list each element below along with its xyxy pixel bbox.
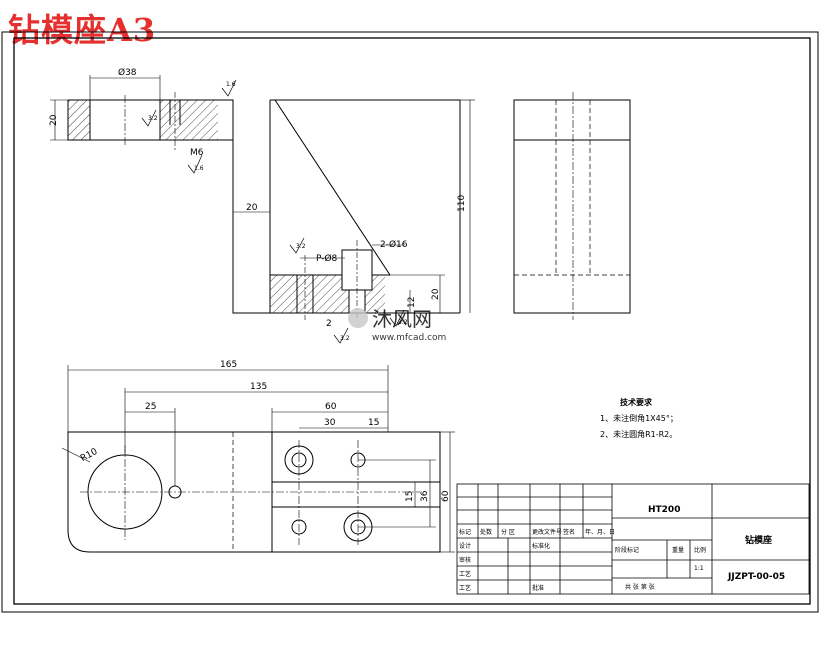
- dim-h20: 20: [49, 114, 59, 126]
- dim-p8: P-Ø8: [316, 253, 338, 264]
- tb-process: 工艺: [459, 570, 471, 578]
- rough-1: 3.2: [148, 115, 158, 122]
- side-view: [513, 92, 631, 320]
- dim-d165: 165: [220, 360, 237, 370]
- top-view: [61, 365, 455, 553]
- inner-border: [13, 37, 811, 605]
- tb-sheets: 共 张 第 张: [625, 583, 655, 591]
- tb-process-2: 工艺: [459, 584, 471, 592]
- tb-label-count: 处数: [480, 528, 492, 536]
- rough-2: 3.2: [296, 243, 306, 250]
- dim-d16: 2-Ø16: [380, 239, 408, 250]
- tb-label-zone: 分 区: [501, 528, 515, 536]
- rough-5: 3.2: [398, 319, 408, 326]
- dim-d20: 20: [246, 203, 258, 213]
- dim-d60: 60: [441, 490, 451, 502]
- notes-line-2: 2、未注圆角R1-R2。: [600, 429, 677, 439]
- dim-d25: 25: [145, 402, 156, 412]
- tb-label-mark: 标记: [459, 528, 471, 536]
- title-block: [456, 483, 810, 595]
- dim-d60top: 60: [325, 402, 337, 412]
- notes-heading: 技术要求: [620, 397, 653, 407]
- dim-m6: M6: [190, 148, 204, 158]
- dim-d15top: 15: [368, 418, 379, 428]
- rough-4: 3.2: [340, 335, 350, 342]
- watermark-brand: 沐风网: [372, 307, 432, 331]
- tb-stage-mark: 阶段标记: [615, 546, 639, 554]
- tb-label-docno: 更改文件号: [532, 528, 562, 536]
- tb-design: 设计: [459, 542, 471, 550]
- rough-3: 1.6: [194, 165, 204, 172]
- dim-d30: 30: [324, 418, 336, 428]
- dim-d12: 12: [407, 297, 417, 308]
- dim-d135: 135: [250, 382, 267, 392]
- tb-check: 审核: [459, 556, 471, 564]
- dim-d110: 110: [457, 195, 467, 212]
- dim-d20b: 20: [431, 288, 441, 300]
- notes-line-1: 1、未注倒角1X45°；: [600, 413, 678, 423]
- tb-label-sign: 签名: [563, 528, 575, 536]
- front-view-labels: Ø38 20 1.6 M6 20 110 P-Ø8 2-Ø16 20 12 3.…: [49, 67, 467, 342]
- tb-std: 标准化: [532, 542, 550, 550]
- tb-part-name: 钻模座: [745, 534, 772, 546]
- tb-drawing-no: JJZPT-00-05: [727, 572, 785, 582]
- drawing-title: 钻模座A3: [8, 11, 157, 49]
- tb-ratio: 比例: [694, 546, 706, 554]
- tb-label-date: 年、月、日: [585, 528, 615, 536]
- dim-d15: 15: [405, 491, 415, 502]
- watermark: 沐风网 www.mfcad.com: [348, 307, 446, 343]
- tb-scale: 1:1: [694, 565, 704, 572]
- tb-approve: 批准: [532, 584, 544, 592]
- tb-material: HT200: [648, 505, 680, 515]
- dim-d38: Ø38: [118, 67, 137, 78]
- watermark-url: www.mfcad.com: [372, 333, 446, 343]
- outer-border: [1, 31, 819, 613]
- dim-d36: 36: [420, 490, 430, 502]
- front-view: [50, 75, 475, 344]
- top-view-labels: 165 135 25 60 30 15 R10 15 36 60: [79, 360, 451, 502]
- dim-two: 2: [326, 319, 332, 329]
- title-block-text: 标记 处数 分 区 更改文件号 签名 年、月、日 设计 标准化 审核 工艺 工艺…: [459, 505, 785, 592]
- tb-weight: 重量: [672, 546, 684, 554]
- technical-notes: 技术要求 1、未注倒角1X45°； 2、未注圆角R1-R2。: [600, 397, 678, 439]
- dim-ra16: 1.6: [226, 81, 236, 88]
